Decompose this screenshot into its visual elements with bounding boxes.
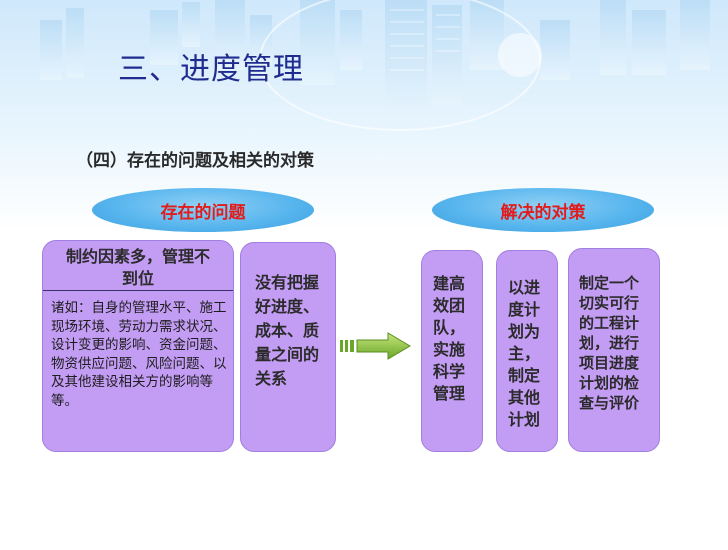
section-subtitle: （四）存在的问题及相关的对策: [76, 151, 314, 171]
solutions-header: 解决的对策: [432, 188, 654, 232]
problem-box-constraints: 制约因素多，管理不到位 诸如：自身的管理水平、施工现场环境、劳动力需求状况、设计…: [42, 240, 234, 452]
solution-box-1: 建高效团队，实施科学管理: [421, 250, 483, 452]
solution-box-2: 以进度计划为主，制定其他计划: [496, 250, 558, 452]
skyline-decoration: [40, 0, 710, 131]
right-arrow-icon: [340, 332, 411, 360]
page-title: 三、进度管理: [118, 52, 304, 87]
problem-box-heading: 制约因素多，管理不到位: [43, 241, 233, 291]
problem-box-description: 诸如：自身的管理水平、施工现场环境、劳动力需求状况、设计变更的影响、资金问题、物…: [51, 300, 227, 409]
problems-header: 存在的问题: [92, 188, 314, 232]
problem-box-relationship-text: 没有把握好进度、成本、质量之间的关系: [255, 273, 320, 388]
problem-box-relationship: 没有把握好进度、成本、质量之间的关系: [240, 242, 336, 452]
solution-box-3: 制定一个切实可行的工程计划，进行项目进度计划的检查与评价: [568, 248, 660, 452]
problems-header-label: 存在的问题: [160, 202, 246, 223]
solution-box-1-text: 建高效团队，实施科学管理: [433, 274, 466, 403]
solutions-header-label: 解决的对策: [500, 202, 586, 223]
solution-box-2-text: 以进度计划为主，制定其他计划: [508, 278, 541, 429]
solution-box-3-text: 制定一个切实可行的工程计划，进行项目进度计划的检查与评价: [579, 274, 640, 412]
